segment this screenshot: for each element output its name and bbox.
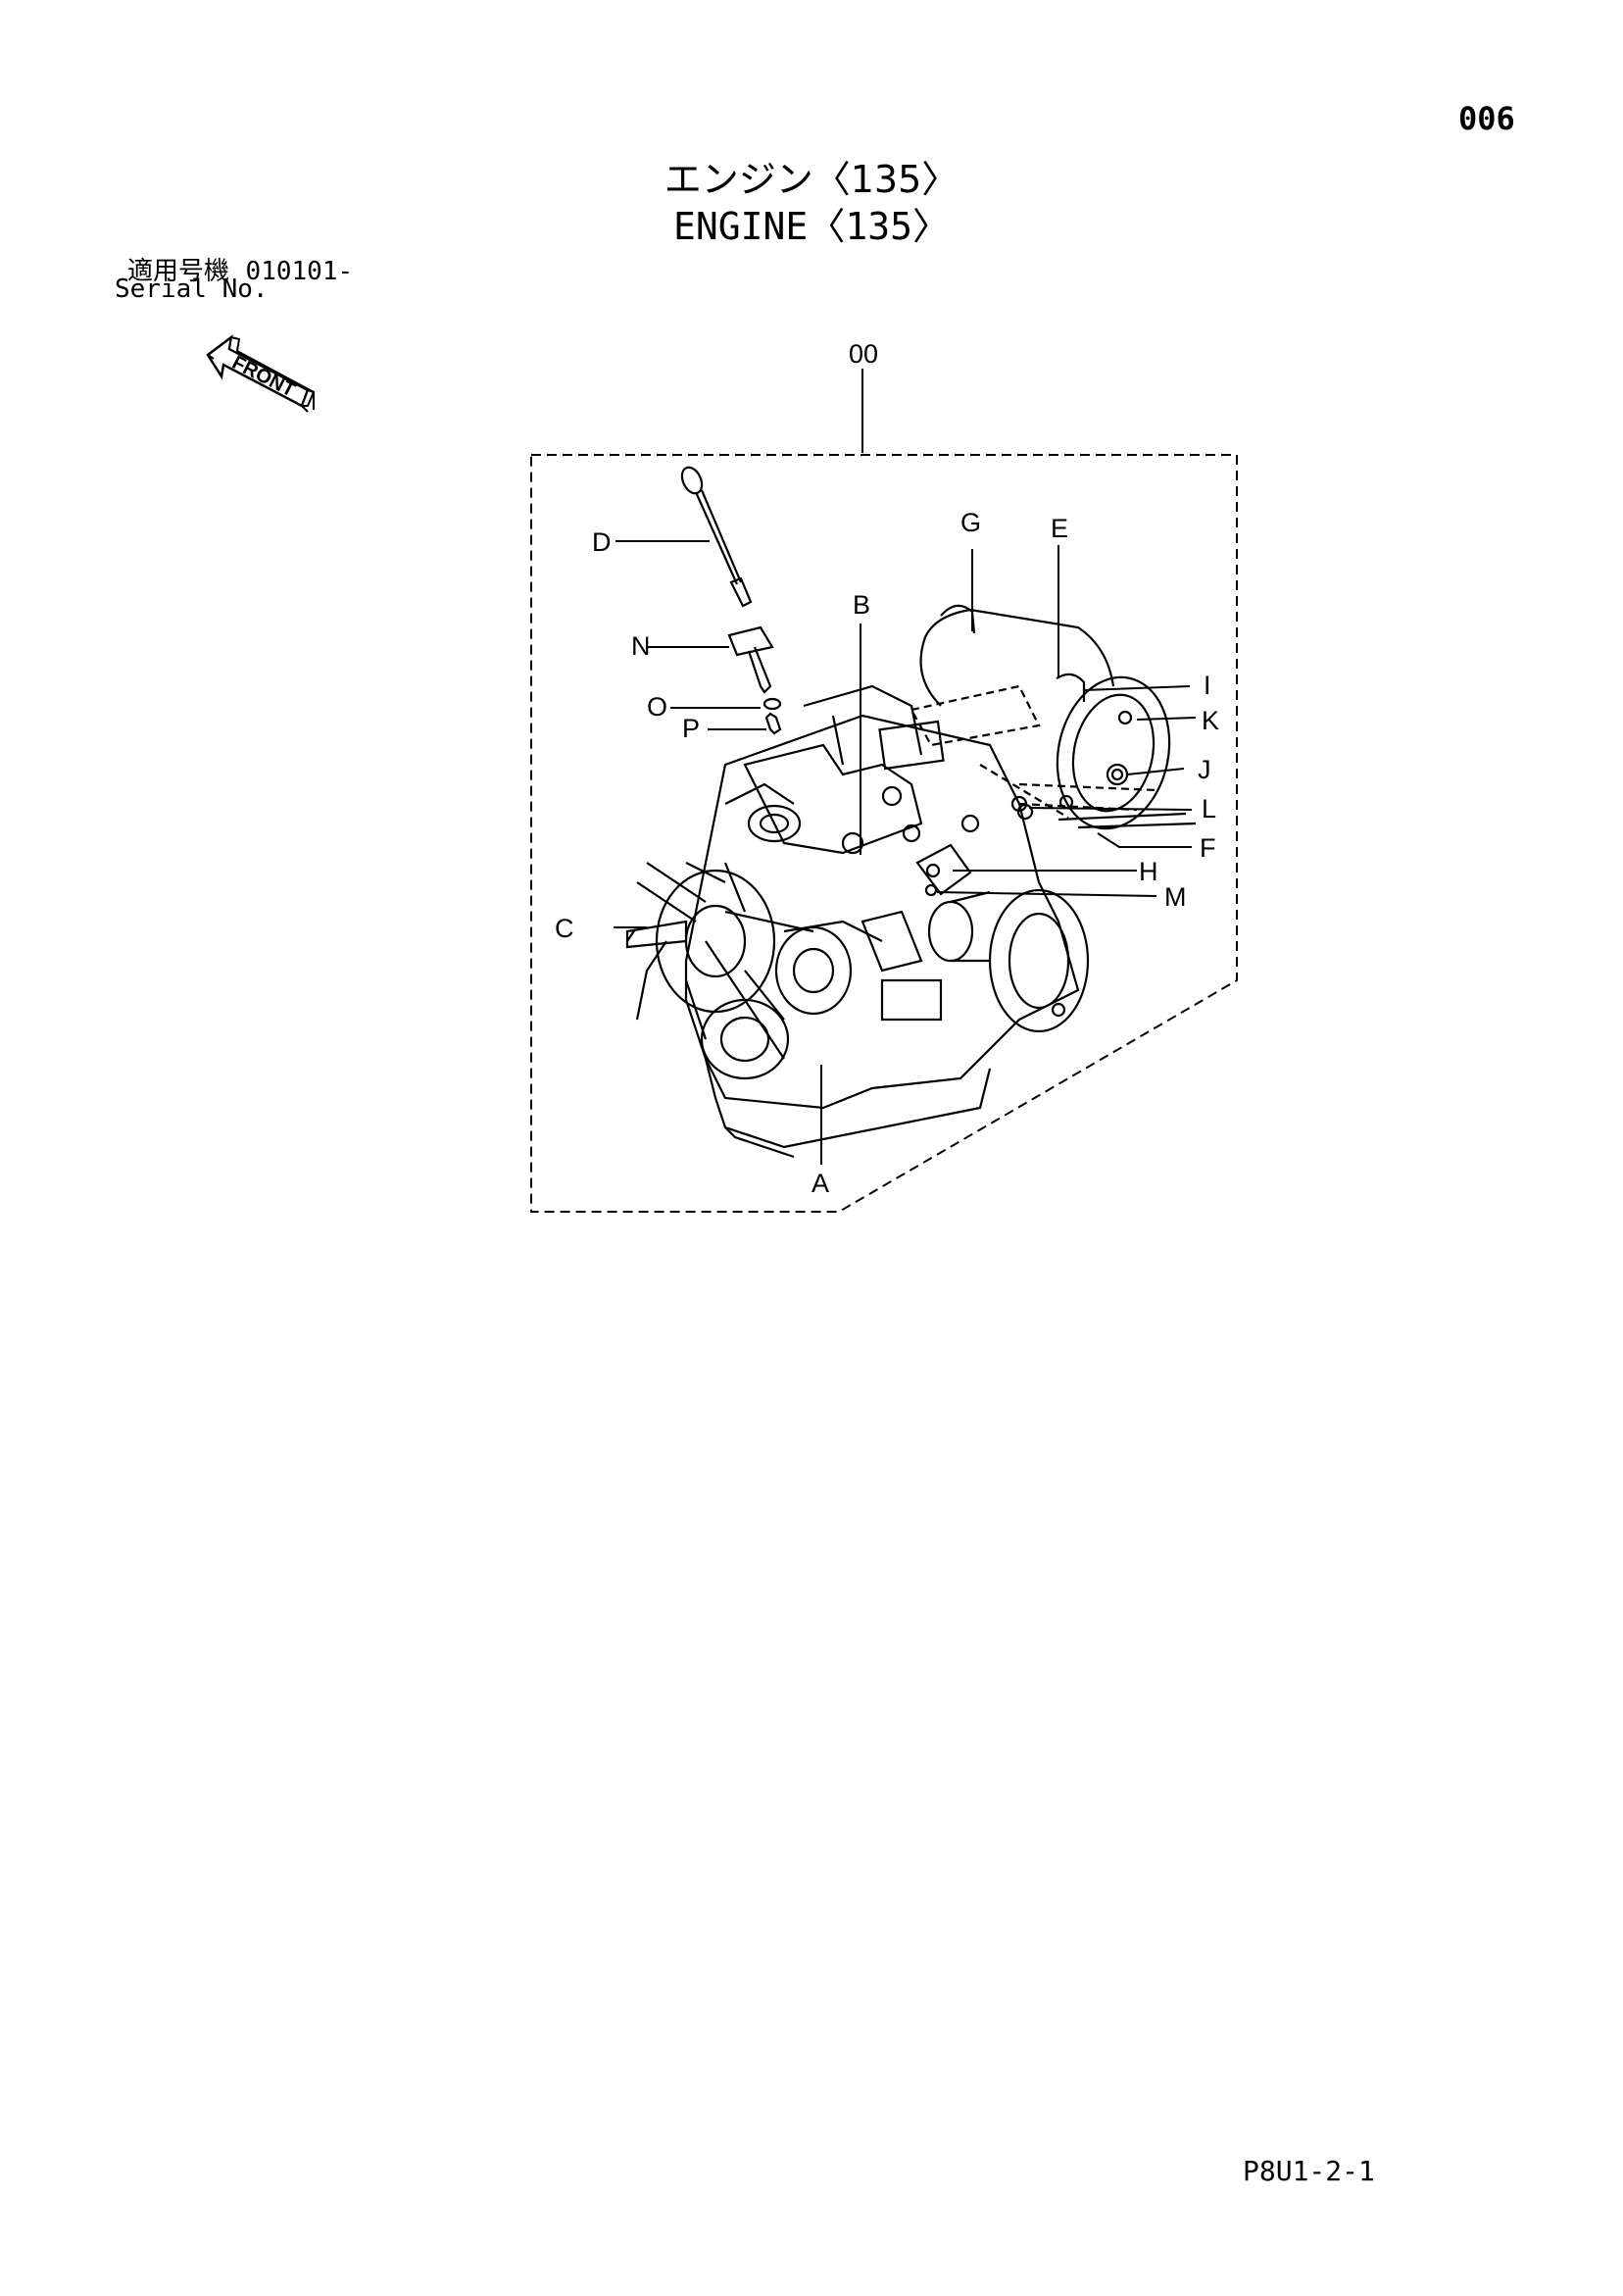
leader-lines — [614, 540, 1197, 1165]
serial-label-japanese: 適用号機 — [127, 257, 230, 286]
callout-k: K — [1202, 706, 1219, 735]
callout-c: C — [555, 914, 574, 943]
callout-n: N — [631, 631, 651, 661]
assembly-label: 00 — [849, 339, 878, 369]
callout-f: F — [1200, 833, 1216, 863]
engine-illustration — [625, 466, 1197, 1159]
callout-i: I — [1204, 671, 1211, 700]
serial-value: 010101- — [245, 257, 354, 286]
assembly-boundary — [530, 454, 1238, 1213]
callout-m: M — [1164, 882, 1187, 912]
callout-p: P — [682, 714, 700, 743]
callout-b: B — [853, 590, 870, 620]
part-callouts: D N O P C B G E I K J L F H M A — [555, 508, 1219, 1198]
callout-a: A — [812, 1169, 829, 1198]
front-arrow-icon: FRONT — [206, 334, 316, 413]
callout-d: D — [592, 527, 612, 557]
callout-o: O — [647, 692, 667, 722]
callout-h: H — [1139, 857, 1158, 886]
front-label: FRONT — [228, 352, 298, 402]
callout-j: J — [1198, 755, 1211, 784]
page-title-japanese: エンジン〈135〉 — [664, 158, 959, 201]
drawing-code: P8U1-2-1 — [1243, 2155, 1375, 2187]
page-number: 006 — [1458, 100, 1515, 137]
callout-g: G — [960, 508, 981, 537]
serial-label-english: Serial No. — [115, 275, 269, 304]
page-title-english: ENGINE〈135〉 — [673, 205, 950, 248]
serial-line: 適用号機 010101- — [127, 251, 353, 287]
callout-e: E — [1051, 514, 1068, 543]
callout-l: L — [1202, 794, 1216, 824]
